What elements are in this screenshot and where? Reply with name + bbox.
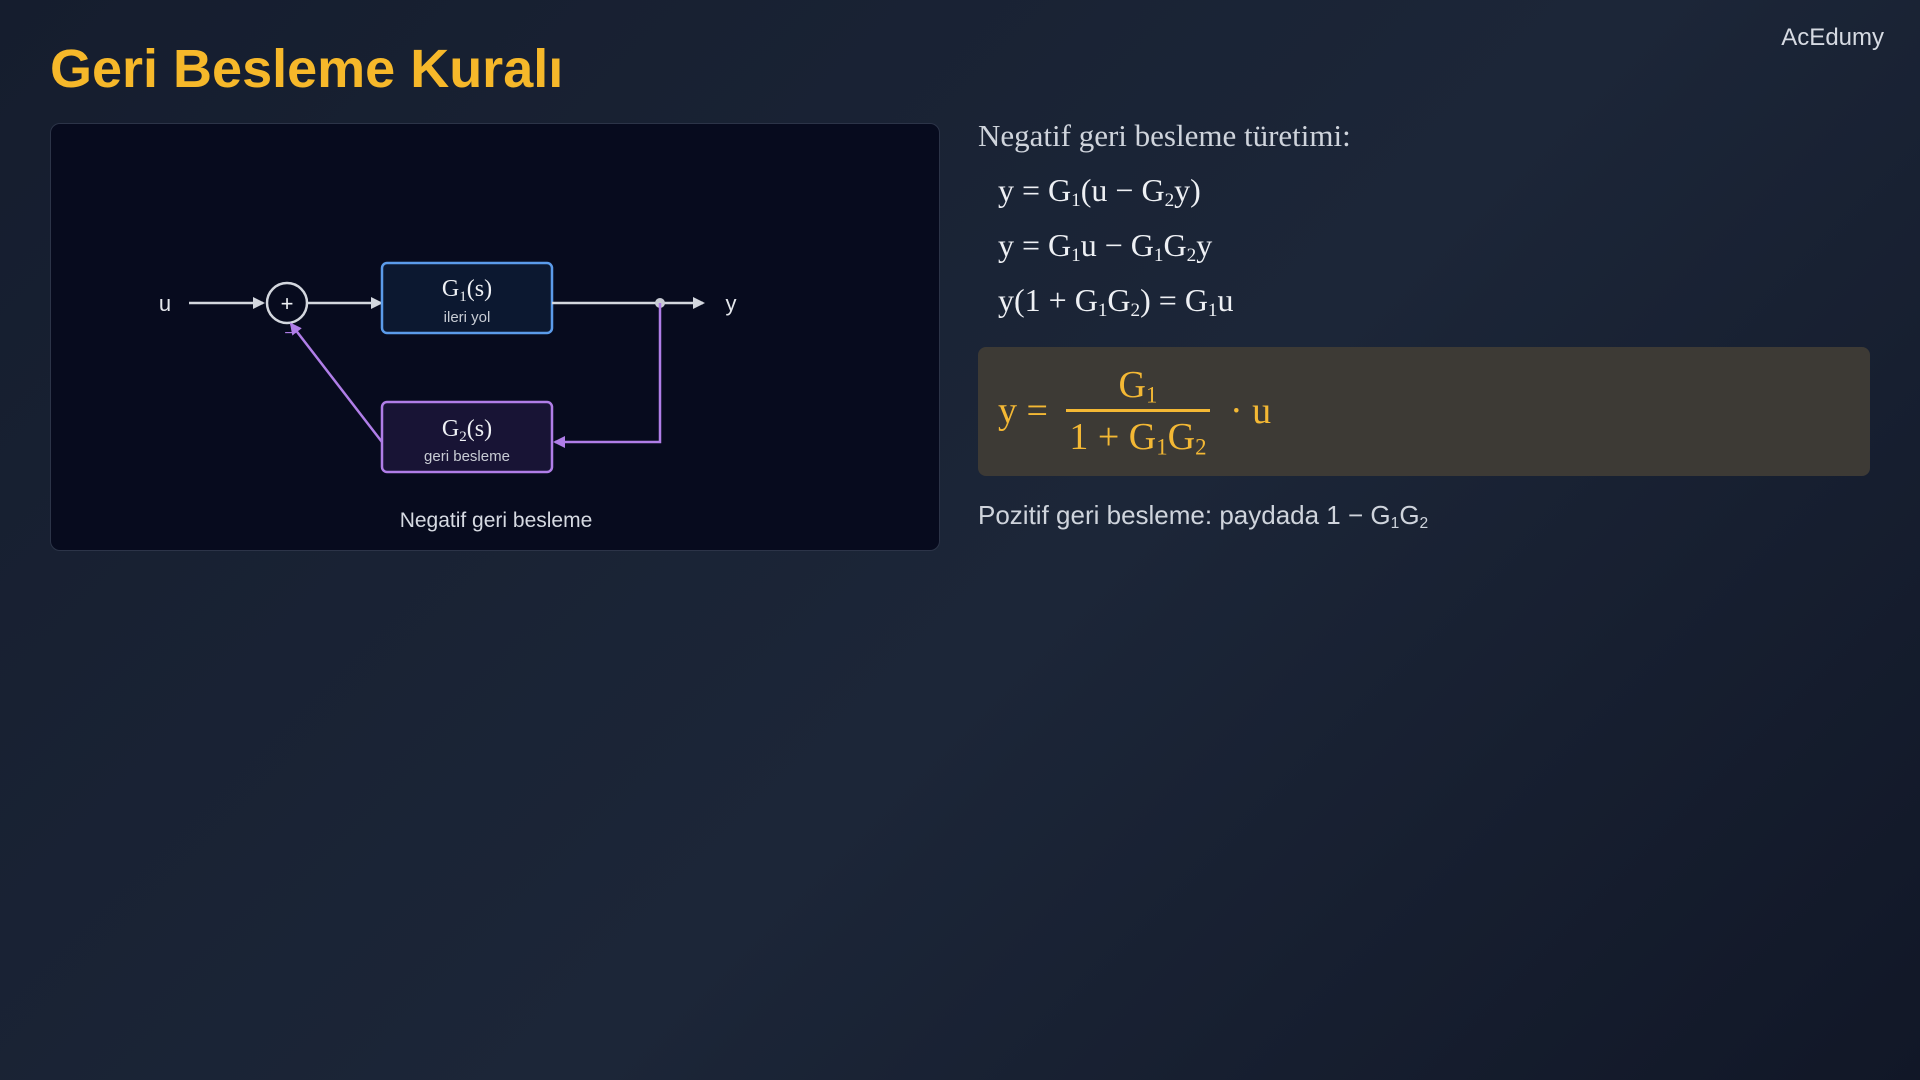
diagram-caption: Negatif geri besleme <box>400 509 593 532</box>
forward-block-caption: ileri yol <box>444 309 491 326</box>
block-diagram: u + − G1(s) ileri yol y G2(s) geri besle… <box>159 261 737 532</box>
fraction-bar <box>1065 408 1210 412</box>
formula-lhs: y = <box>998 390 1048 432</box>
input-signal-label: u <box>159 291 171 316</box>
page-title: Geri Besleme Kuralı <box>50 39 564 99</box>
forward-block-label: G1(s) <box>442 276 492 305</box>
feedback-return-arrow <box>289 322 383 443</box>
sum-plus-sign: + <box>281 291 294 316</box>
equation-line: y(1 + G1G2) = G1u <box>998 282 1234 321</box>
brand-logo-text: AcEdumy <box>1781 24 1884 51</box>
feedback-block-caption: geri besleme <box>424 448 510 465</box>
result-formula-box: y = G1 1 + G1G2 · u <box>978 347 1870 476</box>
formula-fraction: G1 1 + G1G2 <box>1065 363 1210 460</box>
formula-numerator: G1 <box>1118 363 1158 408</box>
feedback-minus-sign: − <box>284 325 293 342</box>
block-diagram-panel: u + − G1(s) ileri yol y G2(s) geri besle… <box>50 123 940 551</box>
feedback-path-arrow <box>553 303 662 448</box>
closed-loop-formula: y = G1 1 + G1G2 · u <box>998 361 1271 461</box>
output-signal-label: y <box>726 291 737 316</box>
feedback-block-label: G2(s) <box>442 416 492 445</box>
positive-feedback-note: Pozitif geri besleme: paydada 1 − G1G2 <box>978 500 1429 532</box>
summing-junction: + <box>265 281 309 325</box>
forward-block: G1(s) ileri yol <box>380 261 554 335</box>
derivation-section: Negatif geri besleme türetimi: y = G1(u … <box>978 118 1870 531</box>
equation-line: y = G1u − G1G2y <box>998 227 1213 266</box>
equation-line: y = G1(u − G2y) <box>998 172 1201 211</box>
formula-rhs: · u <box>1229 390 1272 432</box>
formula-denominator: 1 + G1G2 <box>1069 415 1207 460</box>
feedback-block: G2(s) geri besleme <box>380 400 554 474</box>
derivation-heading: Negatif geri besleme türetimi: <box>978 118 1351 153</box>
